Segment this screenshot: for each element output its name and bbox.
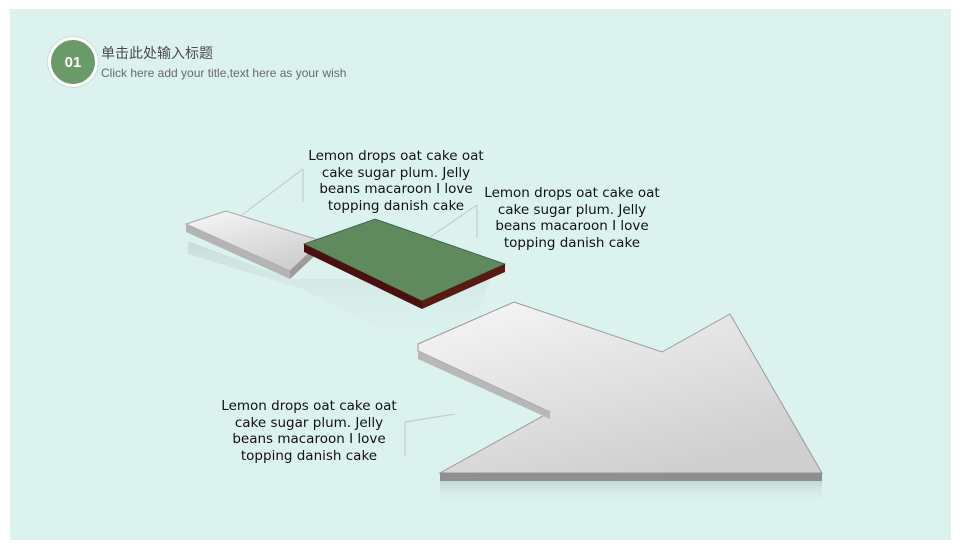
caption-text-3[interactable]: Lemon drops oat cake oat cake sugar plum… [221,398,397,464]
path-reflection [188,241,490,354]
caption-text-2[interactable]: Lemon drops oat cake oat cake sugar plum… [484,185,660,251]
green-plate[interactable] [302,218,507,309]
caption-text-1[interactable]: Lemon drops oat cake oat cake sugar plum… [308,148,484,214]
arrow-reflection [440,481,822,505]
slide-subtitle[interactable]: Click here add your title,text here as y… [101,66,347,80]
leader-lines [241,168,478,456]
step-number: 01 [64,53,82,71]
slide-title[interactable]: 单击此处输入标题 [101,46,213,62]
slide-canvas: 01 单击此处输入标题 Click here add your title,te… [10,9,951,540]
big-arrow-shape[interactable] [417,301,823,481]
arrow-path-graphic [184,168,823,505]
step-badge: 01 [48,37,98,87]
